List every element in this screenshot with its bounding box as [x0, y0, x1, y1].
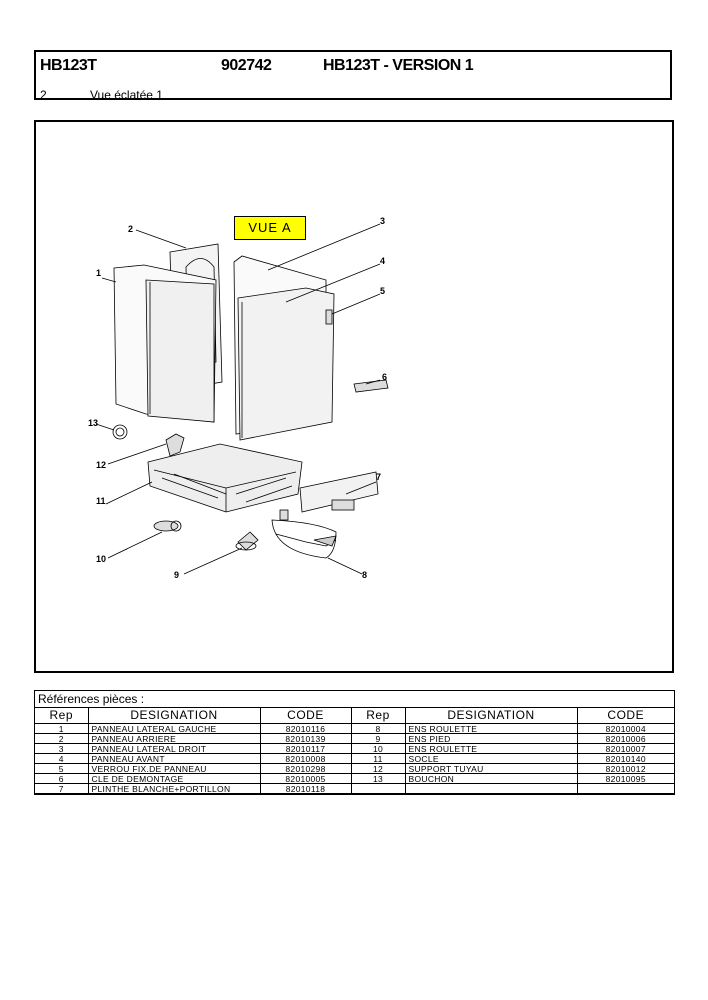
callout-3: 3 [380, 216, 386, 226]
exploded-diagram [95, 223, 389, 575]
cell-designation: PANNEAU LATERAL DROIT [87, 743, 261, 754]
cell-designation: CLE DE DEMONTAGE [87, 773, 261, 784]
callout-8: 8 [362, 570, 368, 580]
cell-code: 82010118 [259, 783, 352, 794]
cell-designation: PANNEAU ARRIERE [87, 733, 261, 744]
model-code: 902742 [221, 57, 272, 74]
cell-rep: 1 [35, 723, 89, 734]
parts-title: Références pièces : [35, 691, 674, 708]
vue-a-label: VUE A [234, 216, 306, 240]
col-rep: Rep [35, 708, 89, 724]
callout-2: 2 [128, 224, 134, 234]
cell-rep: 7 [35, 783, 89, 794]
cell-designation: BOUCHON [404, 773, 578, 784]
cell-code: 82010140 [576, 753, 674, 764]
cell-designation: SOCLE [404, 753, 578, 764]
cell-code: 82010008 [259, 753, 352, 764]
callout-12: 12 [96, 460, 107, 470]
cell-code: 82010007 [576, 743, 674, 754]
cell-designation [404, 783, 578, 794]
callout-11: 11 [96, 496, 106, 506]
callout-7: 7 [376, 472, 382, 482]
cell-code: 82010116 [259, 723, 352, 734]
cell-code: 82010117 [259, 743, 352, 754]
cell-rep: 3 [35, 743, 89, 754]
cell-designation: ENS ROULETTE [404, 743, 578, 754]
col-rep: Rep [350, 708, 406, 724]
cell-code [576, 783, 674, 794]
col-designation: DESIGNATION [87, 708, 261, 724]
cell-code: 82010004 [576, 723, 674, 734]
cell-designation: PLINTHE BLANCHE+PORTILLON [87, 783, 261, 794]
cell-rep: 13 [350, 773, 406, 784]
cell-code: 82010298 [259, 763, 352, 774]
page-number: 2 [40, 88, 47, 102]
callout-4: 4 [380, 256, 386, 266]
parts-header-row: Rep DESIGNATION CODE Rep DESIGNATION COD… [35, 708, 674, 724]
cell-code: 82010095 [576, 773, 674, 784]
cell-rep: 6 [35, 773, 89, 784]
callout-1: 1 [96, 268, 102, 278]
col-designation: DESIGNATION [404, 708, 578, 724]
col-code: CODE [576, 708, 674, 724]
parts-reference-table: Références pièces : Rep DESIGNATION CODE… [34, 690, 675, 795]
view-title: Vue éclatée 1 [90, 88, 163, 102]
parts-table: Rep DESIGNATION CODE Rep DESIGNATION COD… [35, 708, 674, 794]
callout-13: 13 [88, 418, 99, 428]
cell-designation: PANNEAU AVANT [87, 753, 261, 764]
callout-10: 10 [96, 554, 107, 564]
cell-designation: VERROU FIX.DE PANNEAU [87, 763, 261, 774]
cell-rep: 5 [35, 763, 89, 774]
cell-code: 82010006 [576, 733, 674, 744]
model-version: HB123T - VERSION 1 [323, 57, 474, 74]
col-code: CODE [259, 708, 352, 724]
cell-rep: 8 [350, 723, 406, 734]
model-name: HB123T [40, 57, 97, 74]
cell-designation: ENS PIED [404, 733, 578, 744]
callout-6: 6 [382, 372, 388, 382]
callout-9: 9 [174, 570, 180, 580]
cell-rep: 2 [35, 733, 89, 744]
cell-rep: 9 [350, 733, 406, 744]
cell-code: 82010139 [259, 733, 352, 744]
cell-rep: 4 [35, 753, 89, 764]
cell-designation: ENS ROULETTE [404, 723, 578, 734]
cell-code: 82010005 [259, 773, 352, 784]
cell-designation: PANNEAU LATERAL GAUCHE [87, 723, 261, 734]
document-header: HB123T 902742 HB123T - VERSION 1 2 Vue é… [34, 50, 672, 102]
cell-designation: SUPPORT TUYAU [404, 763, 578, 774]
cell-code: 82010012 [576, 763, 674, 774]
cell-rep: 11 [350, 753, 406, 764]
cell-rep: 10 [350, 743, 406, 754]
cell-rep [350, 783, 406, 794]
cell-rep: 12 [350, 763, 406, 774]
callout-5: 5 [380, 286, 386, 296]
